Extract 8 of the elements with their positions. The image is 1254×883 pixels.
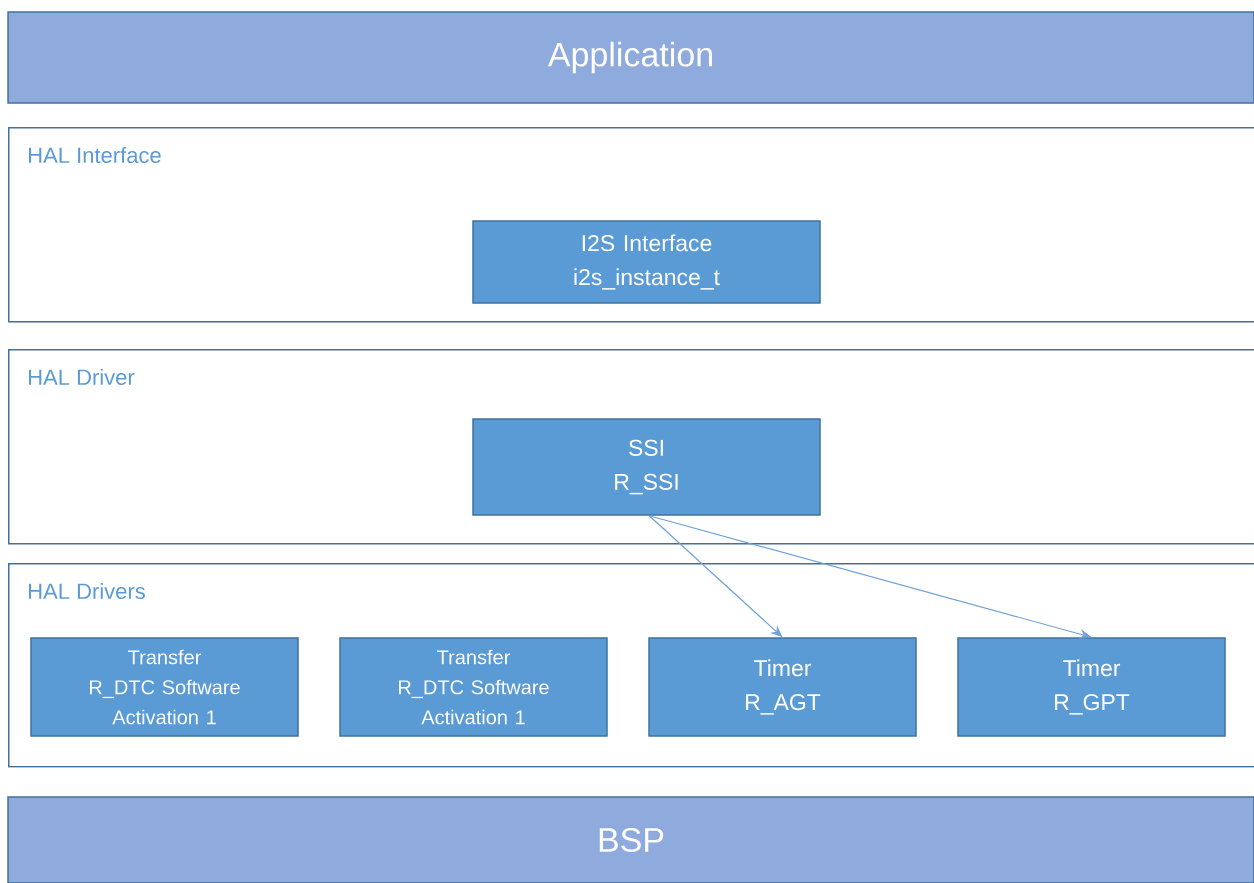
layer-band: BSP	[7, 796, 1254, 883]
module-box: SSI R_SSI	[472, 418, 821, 516]
module-box: Transfer R_DTC Software Activation 1	[339, 637, 608, 737]
module-box: I2S Interface i2s_instance_t	[472, 220, 821, 304]
module-box: Transfer R_DTC Software Activation 1	[30, 637, 299, 737]
module-box: Timer R_GPT	[957, 637, 1226, 737]
module-box: Timer R_AGT	[648, 637, 917, 737]
layer-band: Application	[7, 11, 1254, 104]
